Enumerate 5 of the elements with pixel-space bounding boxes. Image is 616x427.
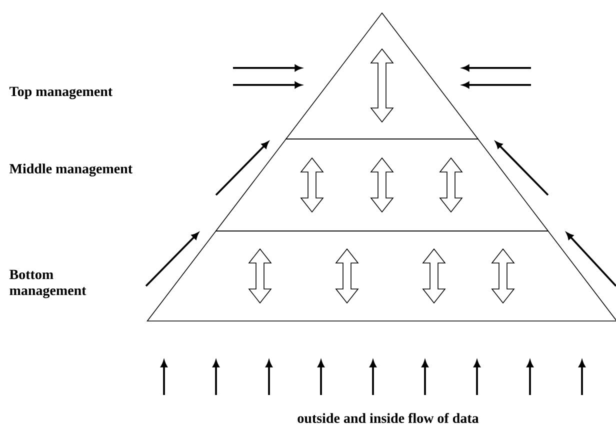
level-label: Middle management [10, 164, 132, 176]
level-label: Bottom management [10, 270, 86, 298]
pyramid-band [146, 230, 616, 322]
caption-text: outside and inside flow of data [298, 412, 479, 423]
level-label: Top management [9, 86, 113, 100]
